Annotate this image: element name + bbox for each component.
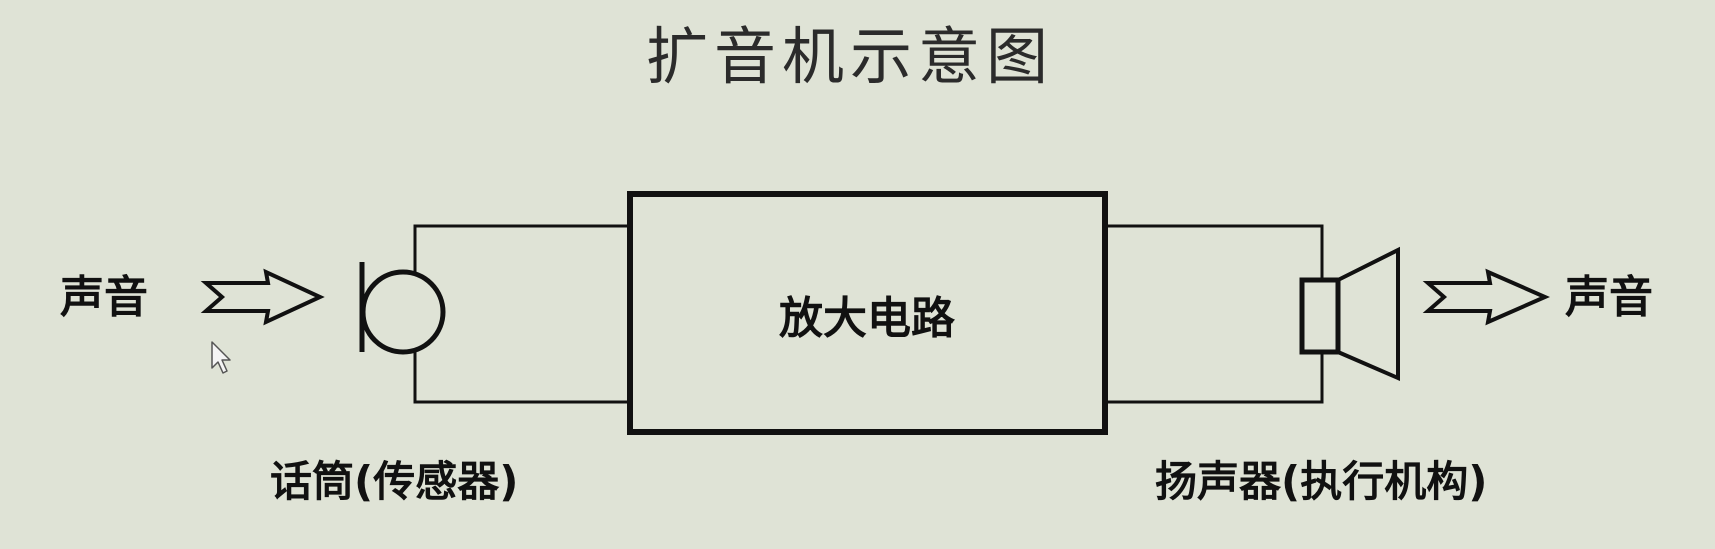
microphone-icon	[359, 262, 446, 355]
mouse-pointer-icon	[211, 341, 231, 374]
speaker-icon	[1299, 246, 1400, 382]
output-arrow-icon	[1422, 268, 1550, 326]
amplifier-label: 放大电路	[779, 293, 956, 344]
input-arrow-icon	[200, 268, 325, 326]
amplifier-box	[627, 191, 1108, 435]
output-wires	[1105, 224, 1324, 404]
input-wires	[413, 224, 630, 404]
input-sound-label: 声音	[60, 272, 148, 323]
speaker-caption: 扬声器(执行机构)	[1155, 457, 1487, 506]
microphone-caption: 话筒(传感器)	[270, 457, 518, 506]
output-sound-label: 声音	[1565, 272, 1653, 323]
diagram-title: 扩音机示意图	[646, 20, 1054, 93]
